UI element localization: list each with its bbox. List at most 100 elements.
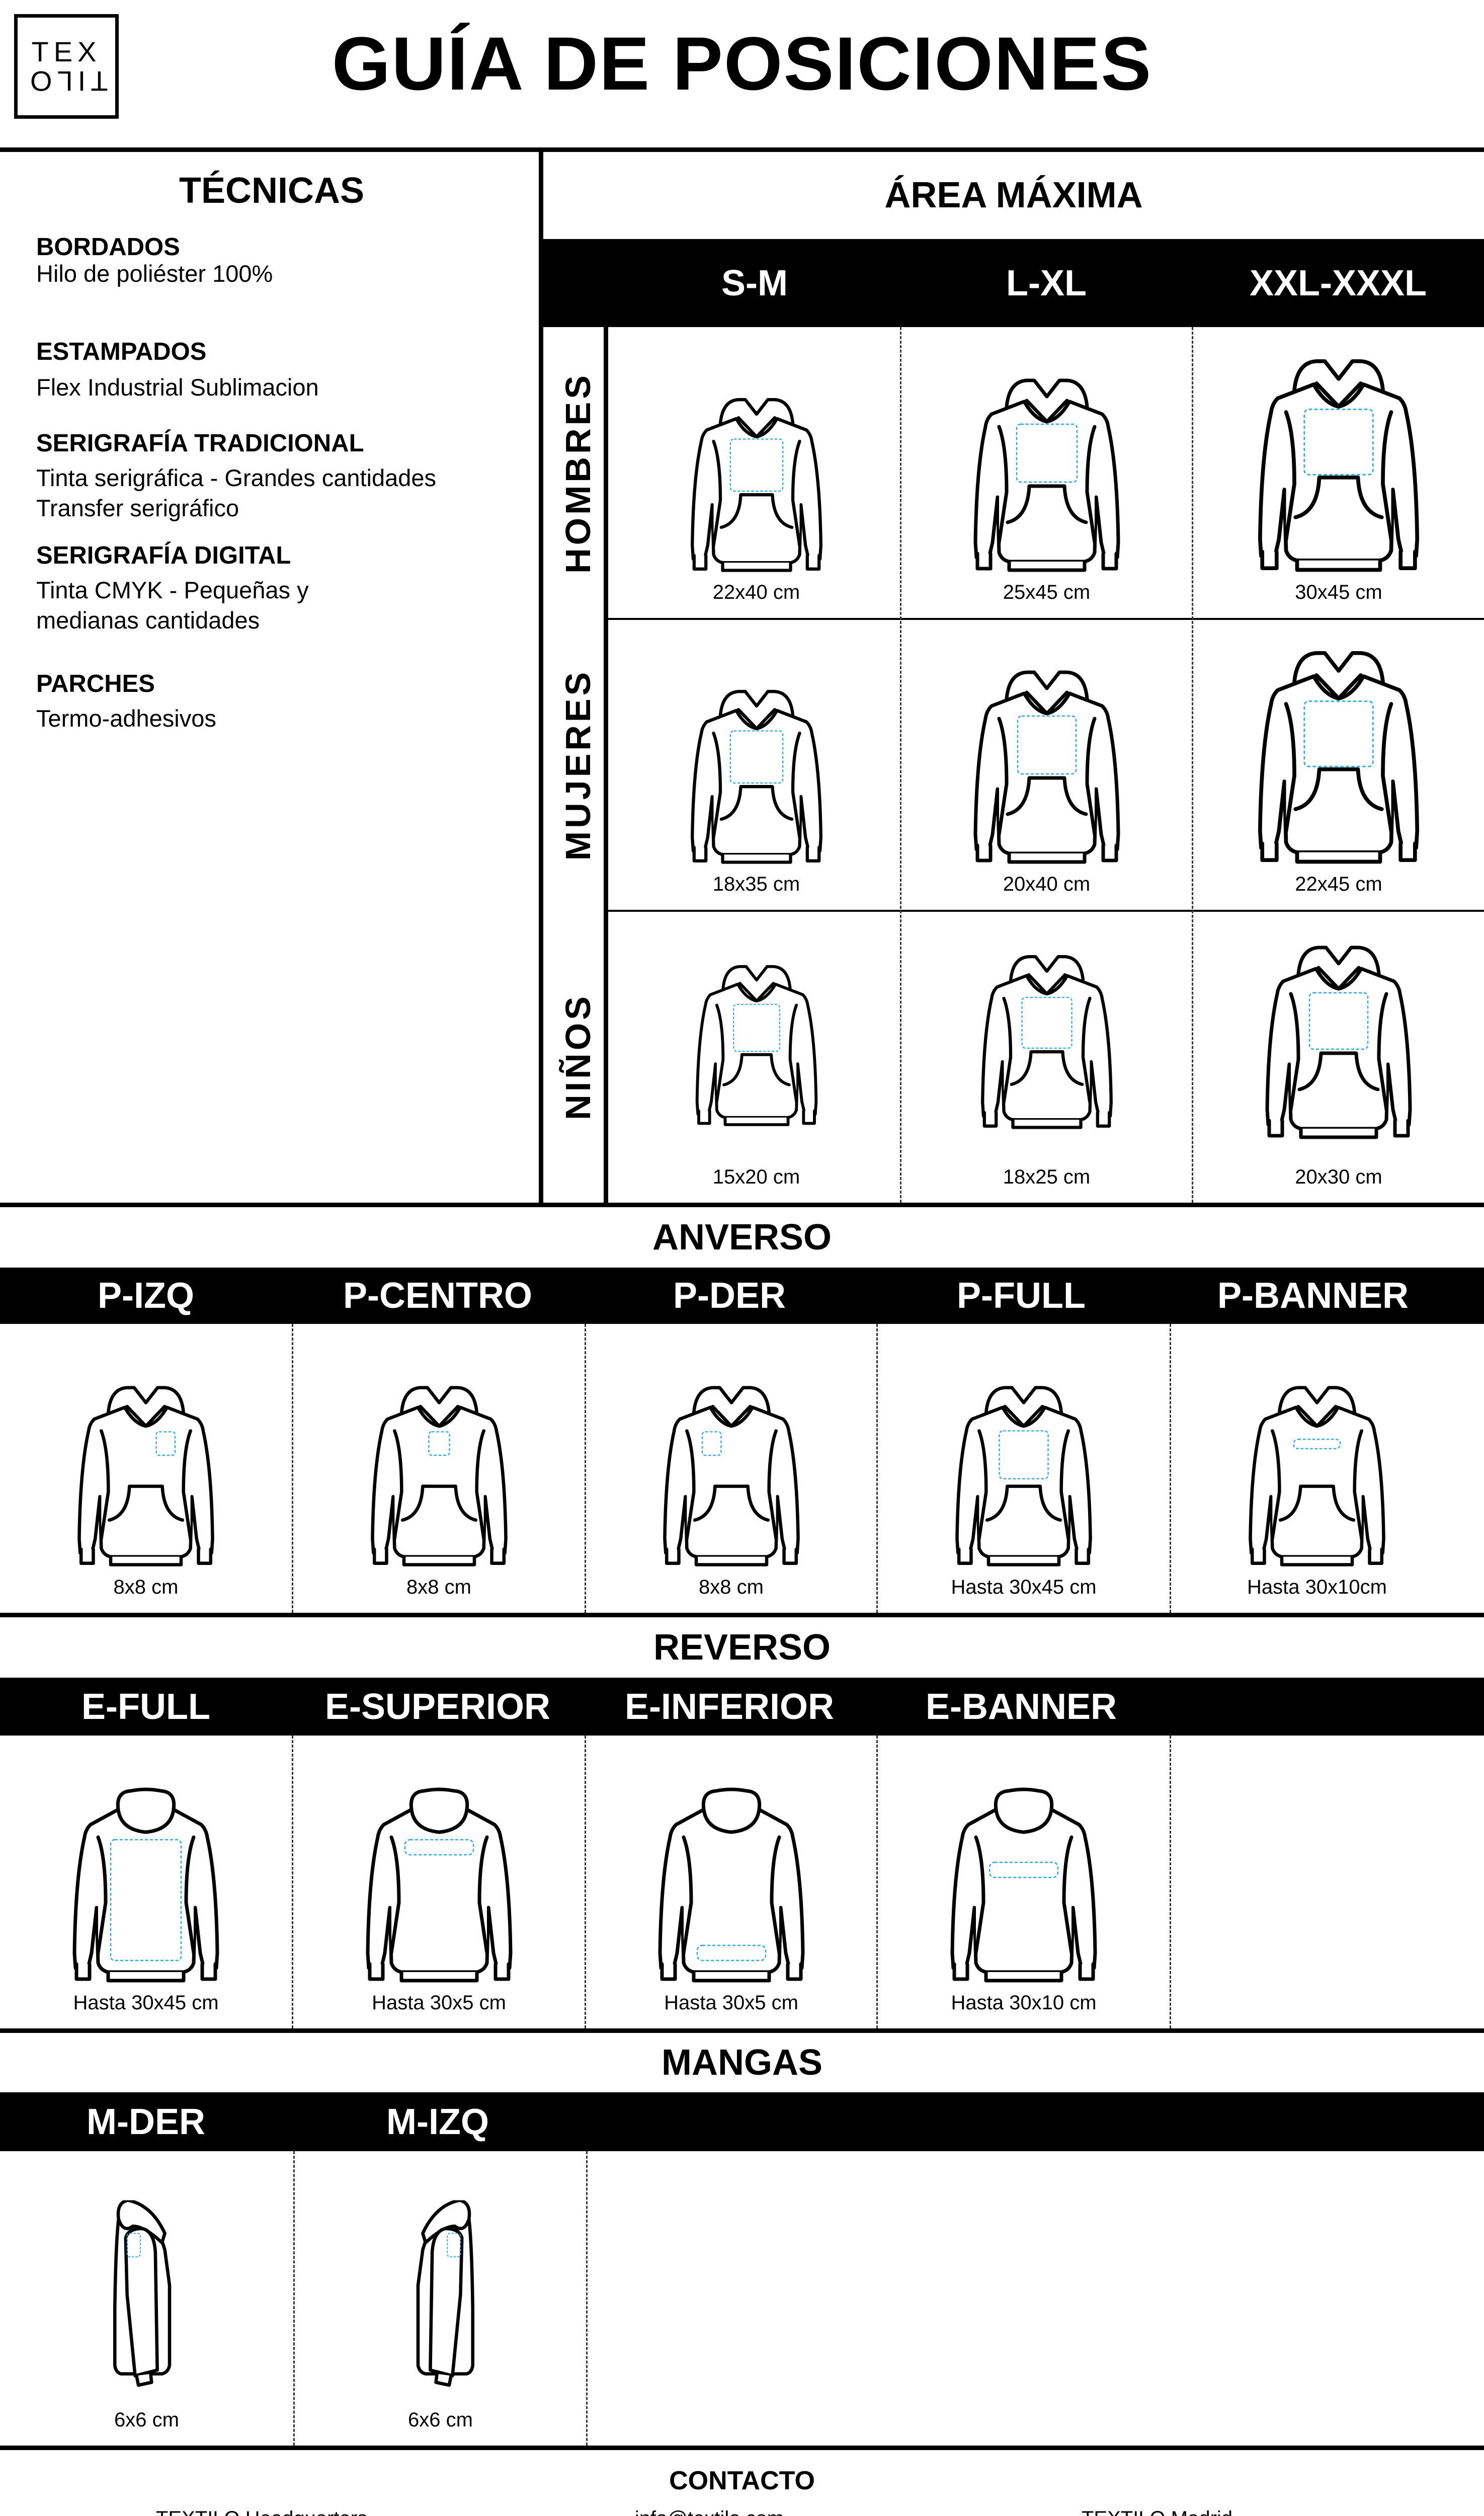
hoodie-front-icon [1247, 1379, 1387, 1567]
area-cell-hombres-l-xl: 25x45 cm [901, 327, 1192, 618]
hoodie-back-icon [364, 1782, 515, 1983]
position-cell-m-der: 6x6 cm [0, 2151, 293, 2446]
contact-email-link[interactable]: info@textilo.com [558, 2503, 860, 2516]
area-value: 22x45 cm [1295, 873, 1382, 895]
position-size: 6x6 cm [408, 2409, 473, 2431]
hoodie-front-icon [971, 663, 1122, 864]
area-value: 20x30 cm [1295, 1166, 1382, 1188]
hoodie-front-icon [1256, 643, 1422, 864]
position-cell-p-centro: 8x8 cm [293, 1324, 585, 1613]
area-value: 20x40 cm [1003, 873, 1091, 895]
print-area-icon [988, 1861, 1059, 1878]
category-ninos: NIÑOS [558, 993, 598, 1120]
print-area-icon [732, 1003, 780, 1052]
tecnicas-title: TÉCNICAS [179, 171, 364, 211]
area-cell-mujeres-s-m: 18x35 cm [613, 620, 900, 910]
technique-name: ESTAMPADOS [36, 338, 207, 365]
hoodie-front-icon [689, 683, 825, 864]
print-area-icon [729, 730, 783, 784]
size-header-xxl-xxxl: XXL-XXXL [1249, 263, 1427, 303]
area-value: 22x40 cm [712, 581, 800, 603]
position-label: E-SUPERIOR [324, 1686, 551, 1727]
hoodie-side-icon [109, 2189, 185, 2400]
position-cell-e-superior: Hasta 30x5 cm [293, 1736, 585, 2028]
column-divider [293, 2151, 295, 2446]
hoodie-front-icon [694, 959, 819, 1127]
position-label: P-FULL [957, 1276, 1086, 1316]
area-cell-hombres-s-m: 22x40 cm [613, 327, 900, 618]
position-cell-p-banner: Hasta 30x10cm [1171, 1324, 1463, 1613]
contacto-title: CONTACTO [669, 2466, 815, 2495]
print-area-icon [729, 438, 783, 492]
contact-online: info@textilo.com www.textilo.com [558, 2503, 860, 2516]
page-title: GUÍA DE POSICIONES [332, 21, 1152, 106]
print-area-icon [1017, 715, 1077, 775]
reverso-band: E-FULL E-SUPERIOR E-INFERIOR E-BANNER [0, 1678, 1484, 1736]
column-divider [292, 1324, 293, 1613]
technique-bordados: BORDADOS Hilo de poliéster 100% [36, 232, 534, 286]
anverso-title: ANVERSO [652, 1217, 832, 1257]
anverso-band: P-IZQ P-CENTRO P-DER P-FULL P-BANNER [0, 1268, 1484, 1324]
category-mujeres: MUJERES [558, 669, 598, 861]
area-value: 15x20 cm [712, 1166, 800, 1188]
position-size: 8x8 cm [113, 1576, 179, 1598]
mangas-band: M-DER M-IZQ [0, 2092, 1484, 2151]
area-value: 18x35 cm [712, 873, 800, 895]
position-cell-p-izq: 8x8 cm [0, 1324, 292, 1613]
divider [0, 1613, 1484, 1617]
hoodie-front-icon [971, 371, 1122, 573]
position-label: P-CENTRO [343, 1276, 532, 1316]
hoodie-front-icon [979, 949, 1115, 1130]
column-divider [585, 1324, 586, 1613]
hoodie-front-icon [1256, 351, 1422, 573]
divider [0, 2028, 1484, 2033]
size-header-band: S-M L-XL XXL-XXXL [543, 239, 1484, 327]
technique-name: SERIGRAFÍA TRADICIONAL [36, 430, 364, 457]
technique-serigrafia-digital: SERIGRAFÍA DIGITAL Tinta CMYK - Pequeñas… [36, 541, 534, 636]
column-divider [876, 1324, 878, 1613]
position-label: P-DER [673, 1276, 786, 1316]
print-area-icon [126, 2233, 141, 2257]
column-divider [1170, 1736, 1171, 2028]
area-value: 25x45 cm [1003, 581, 1091, 603]
category-column: HOMBRES MUJERES NIÑOS [548, 327, 608, 1203]
area-cell-ninos-l-xl: 18x25 cm [901, 912, 1192, 1203]
print-area-icon [404, 1839, 474, 1856]
position-size: 8x8 cm [406, 1576, 471, 1598]
print-area-icon [1293, 1439, 1341, 1450]
row-divider [608, 618, 1484, 620]
column-divider [876, 1736, 878, 2028]
position-label: M-IZQ [386, 2101, 489, 2142]
print-area-icon [1021, 997, 1073, 1049]
technique-desc: Tinta CMYK - Pequeñas y [36, 577, 309, 603]
print-area-icon [1308, 992, 1369, 1050]
tecnicas-panel: TÉCNICAS BORDADOS Hilo de poliéster 100%… [0, 151, 543, 1203]
position-label: E-BANNER [925, 1686, 1117, 1727]
reverso-title: REVERSO [653, 1627, 831, 1668]
divider [0, 147, 1484, 152]
technique-desc: Hilo de poliéster 100% [36, 260, 273, 287]
position-label: M-DER [87, 2101, 205, 2142]
hoodie-front-icon [369, 1379, 510, 1567]
technique-name: BORDADOS [36, 233, 180, 261]
print-area-icon [999, 1430, 1049, 1479]
area-cell-mujeres-l-xl: 20x40 cm [901, 620, 1192, 910]
position-cell-e-full: Hasta 30x45 cm [0, 1736, 292, 2028]
position-size: Hasta 30x45 cm [73, 1992, 219, 2014]
hoodie-front-icon [1263, 938, 1414, 1140]
print-area-icon [701, 1431, 722, 1456]
area-cell-hombres-xxl-xxxl: 30x45 cm [1193, 327, 1484, 618]
technique-desc: Flex Industrial Sublimacion [36, 374, 319, 401]
area-cell-ninos-s-m: 15x20 cm [613, 912, 900, 1203]
hoodie-front-icon [953, 1379, 1094, 1567]
technique-desc: Tinta serigráfica - Grandes cantidades [36, 464, 437, 491]
print-area-icon [1303, 409, 1374, 476]
hoodie-back-icon [656, 1782, 807, 1983]
position-size: Hasta 30x10 cm [951, 1992, 1097, 2014]
technique-estampados: ESTAMPADOS Flex Industrial Sublimacion [36, 337, 534, 403]
logo-text-top: TEX [31, 36, 102, 67]
position-size: Hasta 30x45 cm [951, 1576, 1097, 1598]
